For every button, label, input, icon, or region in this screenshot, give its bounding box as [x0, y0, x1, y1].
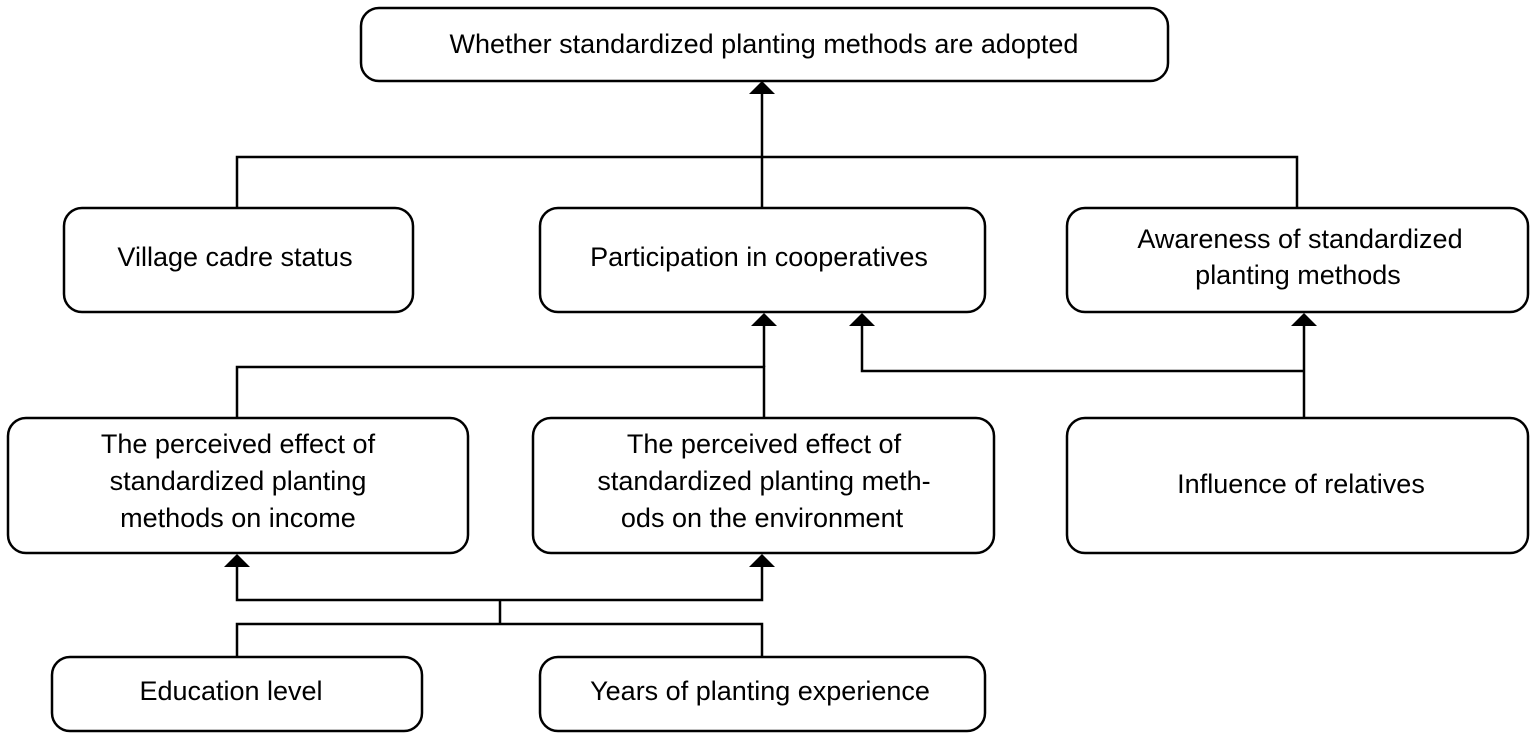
node-label: standardized planting meth-	[597, 466, 930, 496]
node-awareness: Awareness of standardized planting metho…	[1065, 206, 1530, 314]
node-relatives: Influence of relatives	[1065, 416, 1530, 555]
arrowhead-cooperatives-left	[751, 313, 777, 326]
node-label: Awareness of standardized	[1137, 224, 1462, 254]
edge-effects-bus	[235, 365, 766, 418]
node-label: Education level	[139, 676, 322, 706]
node-adoption: Whether standardized planting methods ar…	[359, 6, 1170, 83]
arrowhead-cooperatives-right	[849, 313, 875, 326]
node-experience: Years of planting experience	[538, 655, 987, 733]
node-income-effect: The perceived effect of standardized pla…	[6, 416, 470, 555]
edge-bottom-bus	[235, 622, 764, 657]
node-label: standardized planting	[110, 466, 367, 496]
node-label: planting methods	[1195, 260, 1401, 290]
node-label: Village cadre status	[117, 242, 352, 272]
node-education: Education level	[50, 655, 424, 733]
node-label: The perceived effect of	[627, 429, 902, 459]
node-label: ods on the environment	[621, 503, 904, 533]
connectors	[224, 81, 1317, 657]
node-label: Participation in cooperatives	[590, 242, 928, 272]
node-label: Years of planting experience	[590, 676, 930, 706]
edge-top-bus	[235, 155, 1299, 208]
arrowhead-adoption	[749, 81, 775, 94]
node-label: methods on income	[120, 503, 356, 533]
edge-to-effects	[235, 565, 764, 602]
node-village-cadre: Village cadre status	[62, 206, 415, 314]
arrowhead-awareness	[1291, 313, 1317, 326]
arrowhead-income-effect	[224, 554, 250, 567]
node-label: The perceived effect of	[101, 429, 376, 459]
node-label: Influence of relatives	[1177, 469, 1425, 499]
node-label: Whether standardized planting methods ar…	[450, 29, 1079, 59]
edge-relatives-to-cooperatives	[860, 324, 1304, 373]
node-environment-effect: The perceived effect of standardized pla…	[531, 416, 996, 555]
arrowhead-environment-effect	[749, 554, 775, 567]
node-cooperatives: Participation in cooperatives	[538, 206, 987, 314]
